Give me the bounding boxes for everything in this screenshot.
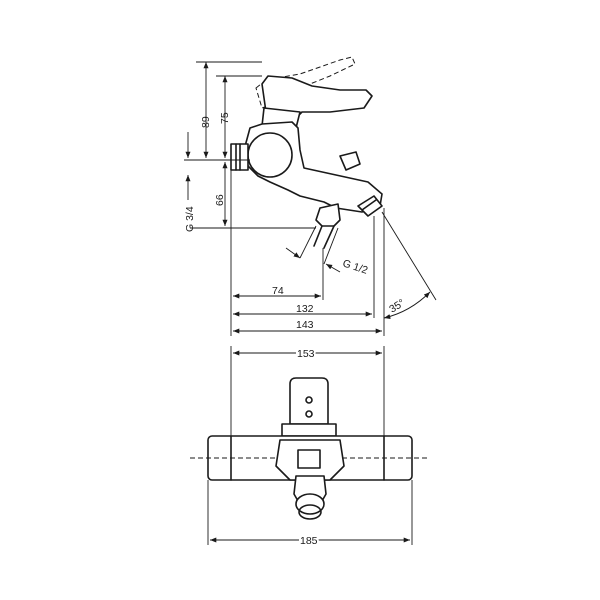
side-view: 89 75 66 G 3/4 G 1/2 74 132 143 35° — [184, 56, 437, 336]
dim-153-label: 153 — [297, 348, 315, 360]
lever-open-position — [255, 56, 356, 109]
thread-outlet-label: G 1/2 — [341, 257, 369, 276]
dim-185-label: 185 — [300, 535, 318, 547]
spout-tip — [357, 195, 383, 217]
dim-132-label: 132 — [296, 303, 314, 315]
dim-89-label: 89 — [200, 116, 212, 128]
valve-body — [243, 121, 383, 213]
dim-75-label: 75 — [219, 112, 231, 124]
dim-66-label: 66 — [214, 194, 226, 206]
outlet-connector — [315, 203, 341, 227]
lever-top — [289, 377, 329, 425]
angle-35-label: 35° — [387, 297, 407, 316]
top-view: 153 185 — [190, 346, 428, 549]
dim-74-label: 74 — [272, 285, 284, 297]
dim-143-label: 143 — [296, 319, 314, 331]
diverter-knob — [339, 151, 361, 171]
thread-inlet-label: G 3/4 — [184, 206, 196, 232]
vertical-dimensions — [184, 61, 316, 229]
